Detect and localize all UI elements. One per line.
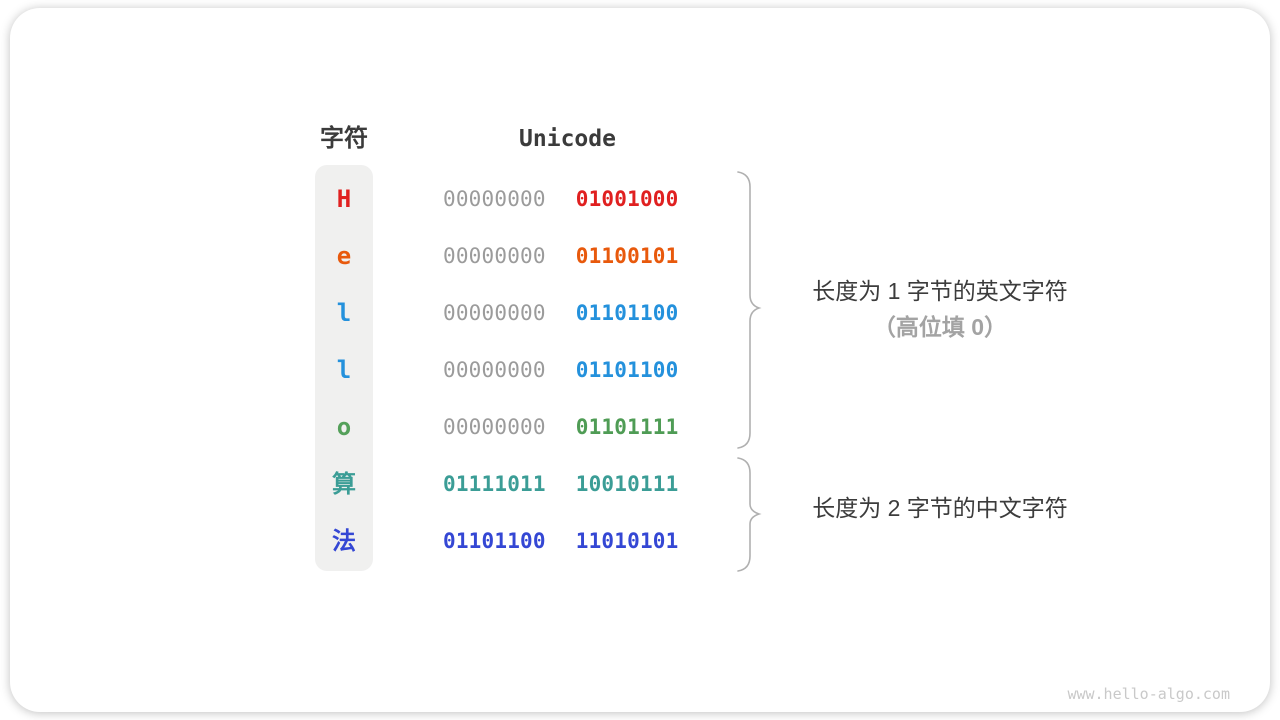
unicode-byte-line: 00000000 01101100 <box>443 299 679 327</box>
byte-value: 00000000 <box>443 415 546 439</box>
byte-value: 01101100 <box>575 301 679 325</box>
unicode-byte-line: 00000000 01101111 <box>443 413 679 441</box>
character-cell: l <box>336 299 352 327</box>
character-cell: e <box>336 242 352 270</box>
byte-value: 01101100 <box>575 358 679 382</box>
unicode-byte-line: 00000000 01001000 <box>443 185 679 213</box>
unicode-byte-line: 01111011 10010111 <box>443 470 679 498</box>
unicode-byte-line: 01101100 11010101 <box>443 527 679 555</box>
character-cell: 算 <box>332 470 356 498</box>
character-cell: 法 <box>332 527 356 555</box>
annotation-chinese-chars: 长度为 2 字节的中文字符 <box>812 495 1068 521</box>
character-cell: o <box>336 413 352 441</box>
unicode-byte-line: 00000000 01101100 <box>443 356 679 384</box>
annotation-english-chars: 长度为 1 字节的英文字符 （高位填 0） <box>785 276 1095 343</box>
column-header-unicode: Unicode <box>519 126 616 152</box>
byte-value: 00000000 <box>443 358 546 382</box>
byte-value: 01101111 <box>575 415 679 439</box>
brace-2-byte-group <box>737 457 762 572</box>
brace-1-byte-group <box>737 171 762 449</box>
byte-value: 01100101 <box>575 244 679 268</box>
byte-value: 10010111 <box>575 472 679 496</box>
byte-value: 01111011 <box>443 472 546 496</box>
character-cell: H <box>336 185 352 213</box>
byte-value: 00000000 <box>443 301 546 325</box>
figure-card: 字符 Unicode H 00000000 01001000 e 00000000 011… <box>10 8 1270 712</box>
annotation-english-line2: （高位填 0） <box>872 314 1008 340</box>
unicode-byte-line: 00000000 01100101 <box>443 242 679 270</box>
character-cell: l <box>336 356 352 384</box>
grouping-braces <box>737 171 762 572</box>
watermark: www.hello-algo.com <box>1067 685 1230 703</box>
byte-value: 01101100 <box>443 529 546 553</box>
column-header-character: 字符 <box>320 125 368 152</box>
character-column-background <box>315 165 373 571</box>
annotation-english-line1: 长度为 1 字节的英文字符 <box>812 278 1068 304</box>
byte-value: 11010101 <box>575 529 679 553</box>
byte-value: 00000000 <box>443 244 546 268</box>
byte-value: 00000000 <box>443 187 546 211</box>
byte-value: 01001000 <box>575 187 679 211</box>
